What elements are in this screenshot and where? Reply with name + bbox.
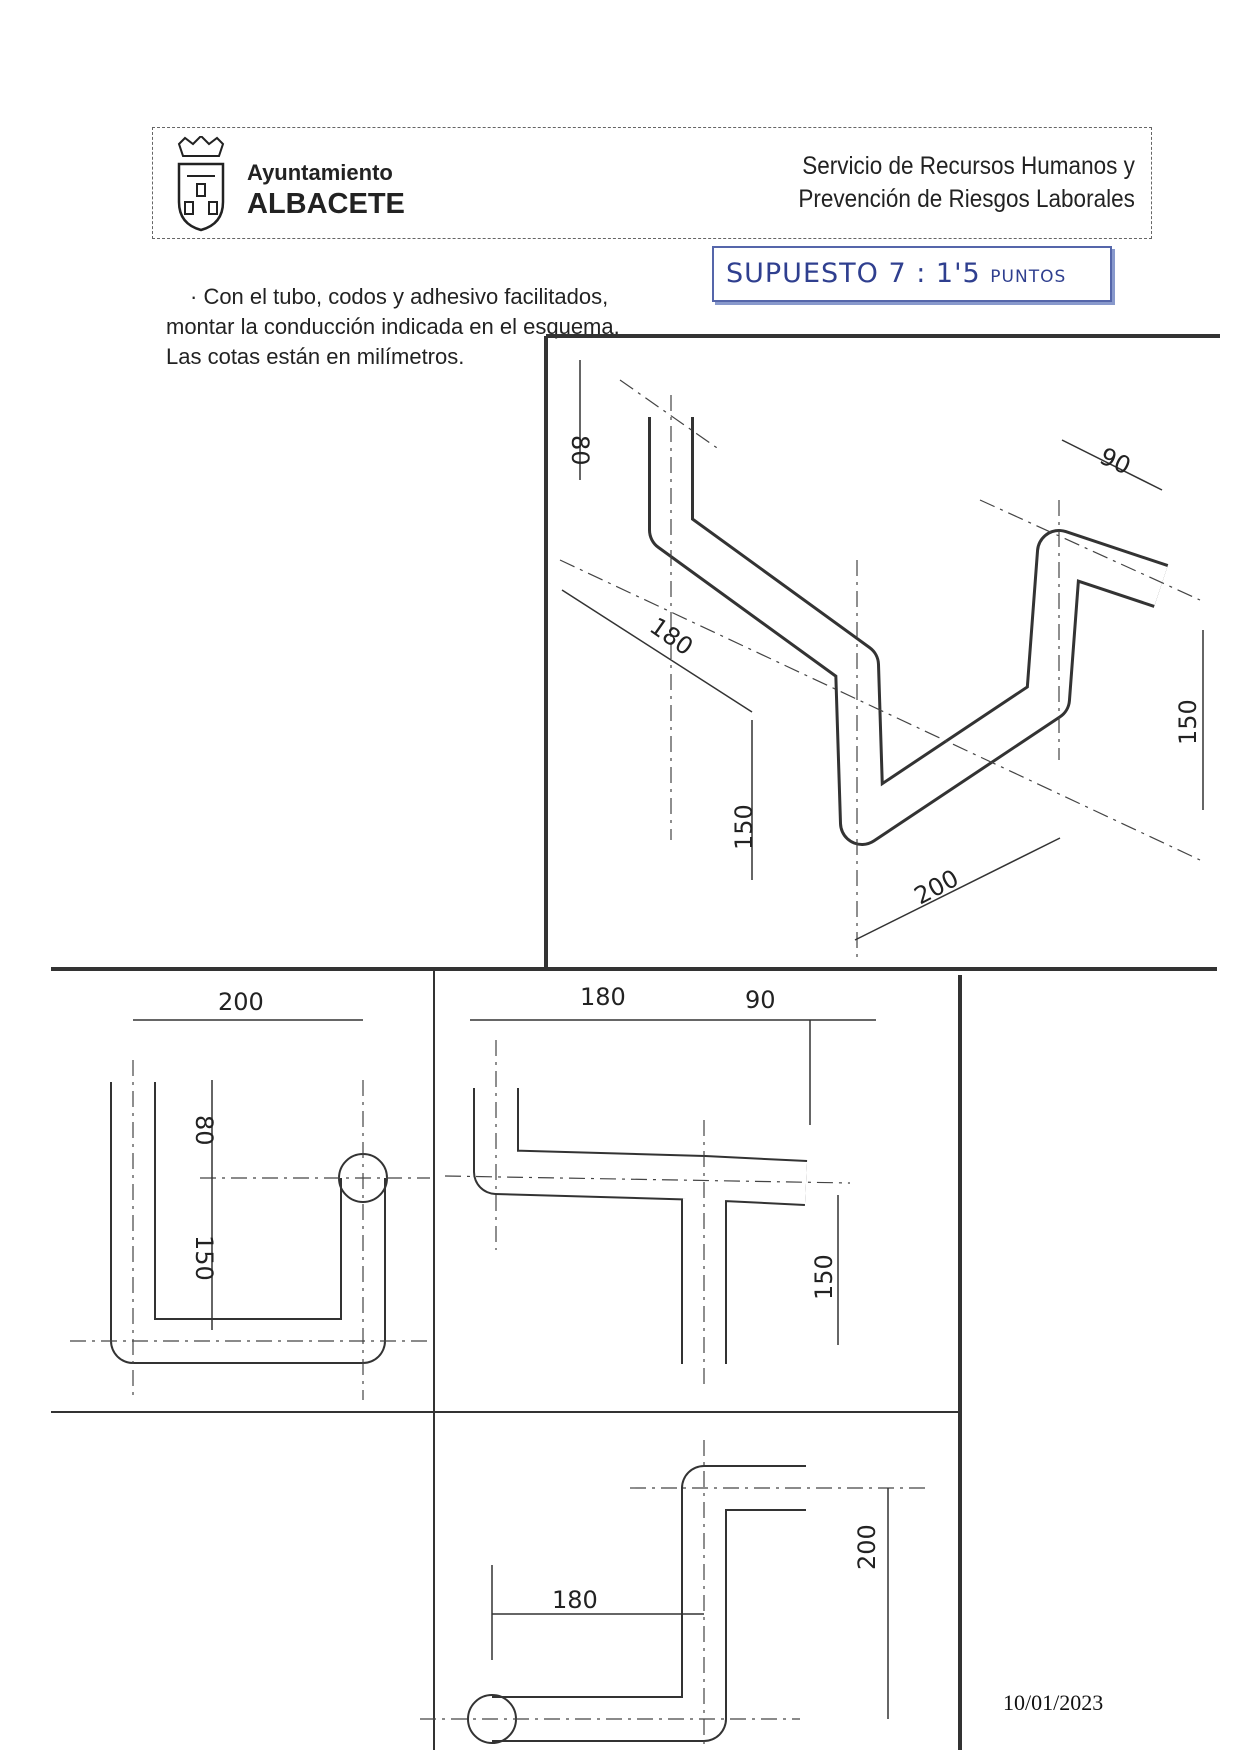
service-name: Servicio de Recursos Humanos y Prevenció…: [799, 150, 1135, 216]
iso-dimension-90: 90: [1095, 442, 1135, 480]
drawing-frame: [51, 334, 1220, 1750]
side-dimension-200: 200: [853, 1524, 881, 1570]
front-dimension-200: 200: [218, 988, 264, 1016]
side-view: 180 200: [420, 1440, 930, 1750]
instructions: · Con el tubo, codos y adhesivo facilita…: [166, 282, 620, 372]
iso-dimension-200: 200: [910, 864, 964, 910]
instruction-line: · Con el tubo, codos y adhesivo facilita…: [190, 284, 609, 309]
exercise-stamp: SUPUESTO 7 : 1'5 PUNTOS: [712, 246, 1112, 302]
service-line-1: Servicio de Recursos Humanos y: [802, 152, 1135, 180]
document-header: Ayuntamiento ALBACETE Servicio de Recurs…: [152, 127, 1152, 239]
instruction-line: montar la conducción indicada en el esqu…: [166, 314, 620, 339]
iso-dimension-80: 80: [566, 435, 594, 466]
organization-city: ALBACETE: [247, 188, 405, 220]
front-dimension-150: 150: [190, 1235, 218, 1281]
top-dimension-150: 150: [810, 1254, 838, 1300]
top-dimension-180: 180: [580, 983, 626, 1011]
iso-dimension-150-left: 150: [730, 804, 758, 850]
instruction-line: Las cotas están en milímetros.: [166, 344, 465, 369]
stamp-points-unit: PUNTOS: [990, 267, 1067, 287]
document-date: 10/01/2023: [1003, 1690, 1104, 1715]
isometric-view: 80 90 180 150 150 200: [559, 360, 1204, 960]
organization-name: Ayuntamiento: [247, 160, 393, 185]
stamp-points: 1'5: [935, 258, 981, 289]
top-view: 180 90 150: [444, 983, 876, 1390]
front-view: 200 80 150: [70, 988, 430, 1400]
front-dimension-80: 80: [190, 1115, 218, 1146]
coat-of-arms-logo: [177, 136, 225, 232]
top-dimension-90: 90: [745, 986, 776, 1014]
side-dimension-180: 180: [552, 1586, 598, 1614]
service-line-2: Prevención de Riesgos Laborales: [798, 185, 1135, 213]
iso-dimension-150-right: 150: [1174, 699, 1202, 745]
stamp-label: SUPUESTO 7 :: [726, 258, 927, 289]
